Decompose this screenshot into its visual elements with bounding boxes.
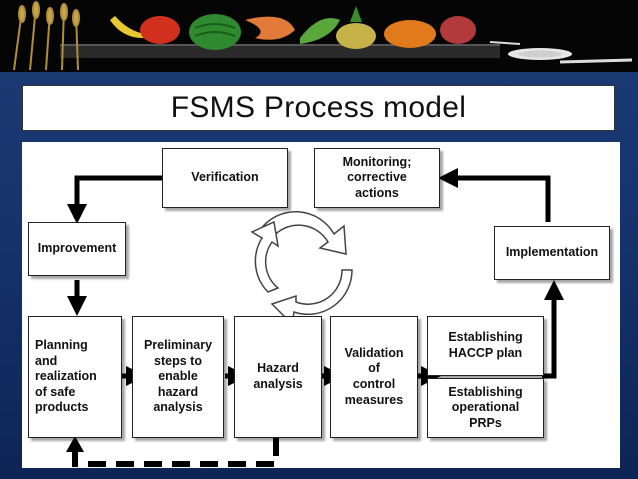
planning-label: Planning and realization of safe product…: [35, 337, 97, 415]
validation-box: Validation of control measures: [330, 316, 418, 438]
monitoring-label: Monitoring; corrective actions: [342, 154, 412, 200]
planning-box: Planning and realization of safe product…: [28, 316, 122, 438]
fork-icon: [489, 41, 521, 45]
haccp-plan-label: Establishing HACCP plan: [448, 330, 523, 360]
dashed-feedback-loop: [72, 438, 279, 467]
operational-prps-label: Establishing operational PRPs: [448, 384, 523, 430]
slide-title: FSMS Process model: [170, 91, 467, 124]
pineapple-icon: [336, 23, 376, 49]
shrimp-icon: [245, 16, 295, 40]
fruit-icon: [140, 16, 180, 44]
operational-prps-box: Establishing operational PRPs: [427, 378, 544, 438]
hazard-analysis-label: Hazard analysis: [253, 361, 303, 391]
improvement-box: Improvement: [28, 222, 126, 276]
verification-label: Verification: [191, 170, 259, 185]
implementation-label: Implementation: [505, 245, 599, 260]
monitoring-box: Monitoring; corrective actions: [314, 148, 440, 208]
hazard-analysis-box: Hazard analysis: [234, 316, 322, 438]
knife-icon: [559, 58, 633, 64]
banana-icon: [110, 16, 175, 38]
feedback-arrowhead: [66, 436, 84, 452]
improvement-label: Improvement: [37, 241, 117, 256]
preliminary-steps-label: Preliminary steps to enable hazard analy…: [143, 337, 213, 415]
meat-icon: [440, 16, 476, 44]
fsms-process-diagram: Verification Monitoring; corrective acti…: [22, 142, 620, 468]
arrow-establishing-to-implementation: [542, 280, 564, 379]
cucumber-icon: [300, 18, 340, 44]
verification-box: Verification: [162, 148, 288, 208]
food-banner-image: [0, 0, 638, 72]
arrow-implementation-to-monitoring: [438, 168, 551, 222]
preliminary-steps-box: Preliminary steps to enable hazard analy…: [132, 316, 224, 438]
pumpkin-icon: [384, 20, 436, 48]
wheat-icon: [13, 1, 80, 71]
arrow-verification-to-improvement: [67, 175, 162, 224]
recycle-cycle-icon: [250, 211, 353, 326]
process-arrows: [66, 168, 564, 467]
validation-label: Validation of control measures: [344, 345, 404, 407]
implementation-box: Implementation: [494, 226, 610, 280]
haccp-plan-box: Establishing HACCP plan: [427, 316, 544, 376]
slide-title-box: FSMS Process model: [22, 85, 615, 131]
